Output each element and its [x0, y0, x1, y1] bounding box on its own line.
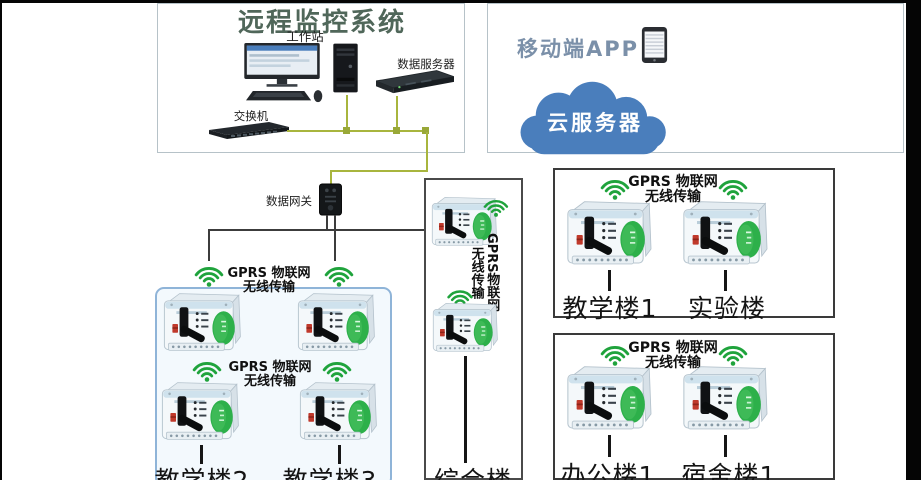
- lan-node: [343, 127, 350, 134]
- smart-meter-icon: [158, 381, 242, 445]
- building-label-teaching2: 教学楼2: [155, 461, 250, 480]
- server-icon: [376, 68, 454, 94]
- lan-elbow-line: [330, 170, 428, 172]
- lan-node: [393, 127, 400, 134]
- gprs-line1: GPRS 物联网: [628, 340, 718, 356]
- smart-meter-icon: [680, 365, 770, 435]
- lan-bus-line: [287, 130, 428, 132]
- gprs-wireless-label: GPRS 物联网 无线传输: [214, 266, 324, 296]
- meter-drop-line: [724, 435, 727, 457]
- building-label-office1: 办公楼1: [560, 461, 656, 480]
- gprs-wireless-label: GPRS 物联网 无线传输: [618, 174, 728, 206]
- building-label-lab: 实验楼: [687, 294, 767, 323]
- meter-drop-line: [724, 270, 727, 291]
- gprs-line2: 无线传输: [645, 355, 701, 372]
- cloud-server-label: 云服务器: [547, 111, 643, 135]
- gprs-wireless-label: GPRS 物联网 无线传输: [618, 340, 728, 372]
- tower-drop-line: [346, 95, 348, 131]
- smart-meter-icon: [680, 200, 770, 270]
- switch-icon: [209, 119, 289, 139]
- building-label-teaching3: 教学楼3: [283, 461, 378, 480]
- lan-down-line: [426, 132, 428, 172]
- gprs-line2: 无线传输: [645, 189, 701, 206]
- gprs-line2: 无线传输: [242, 280, 295, 296]
- tower-icon: [329, 42, 362, 94]
- building-label-dorm1: 宿舍楼1: [681, 461, 777, 480]
- lan-gateway-line: [330, 172, 332, 184]
- meter-drop-line: [338, 445, 341, 464]
- smart-meter-icon: [296, 381, 380, 445]
- right-edge-bar: [906, 0, 921, 480]
- meter-drop-line: [464, 356, 467, 463]
- wifi-icon: [480, 194, 512, 217]
- wifi-icon: [320, 260, 358, 287]
- smart-meter-icon: [294, 292, 378, 356]
- gprs-line1: GPRS 物联网: [228, 360, 312, 375]
- gateway-bus-line: [208, 229, 433, 231]
- gateway-leg-line: [334, 215, 336, 230]
- lan-node: [422, 127, 429, 134]
- switch-label: 交换机: [233, 109, 269, 123]
- gprs-vertical-col2: 无线传输: [468, 247, 484, 299]
- smart-meter-icon: [564, 365, 654, 435]
- smart-meter-icon: [429, 302, 501, 356]
- smart-meter-icon: [160, 292, 244, 356]
- gateway-icon: [318, 183, 343, 216]
- building-label-composite: 综合楼: [434, 461, 512, 480]
- workstation-icon: [238, 43, 326, 103]
- server-drop-line: [396, 96, 398, 131]
- bus-drop-left-line: [208, 231, 210, 261]
- gprs-wireless-label: GPRS 物联网 无线传输: [215, 360, 325, 390]
- top-edge-bar: [0, 0, 921, 3]
- smart-meter-icon: [564, 200, 654, 270]
- meter-drop-line: [608, 270, 611, 291]
- remote-monitoring-title: 远程监控系统: [237, 8, 407, 38]
- meter-drop-line: [608, 435, 611, 457]
- gprs-vertical-col1: GPRS物联网: [484, 233, 500, 312]
- gprs-line2: 无线传输: [243, 374, 296, 390]
- bus-drop-right-line: [334, 231, 336, 261]
- gateway-label: 数据网关: [266, 194, 312, 208]
- gprs-wireless-label-vertical: GPRS物联网 无线传输: [468, 233, 500, 323]
- data-server-label: 数据服务器: [397, 57, 455, 71]
- mobile-app-label: 移动端APP: [516, 37, 640, 61]
- gprs-line1: GPRS 物联网: [227, 266, 311, 281]
- meter-drop-line: [200, 445, 203, 464]
- gateway-leg-line: [326, 215, 328, 230]
- gprs-line1: GPRS 物联网: [628, 174, 718, 190]
- phone-icon: [641, 26, 668, 64]
- building-label-teaching1: 教学楼1: [562, 294, 658, 323]
- workstation-label: 工作站: [286, 29, 324, 44]
- left-edge-bar: [0, 0, 2, 480]
